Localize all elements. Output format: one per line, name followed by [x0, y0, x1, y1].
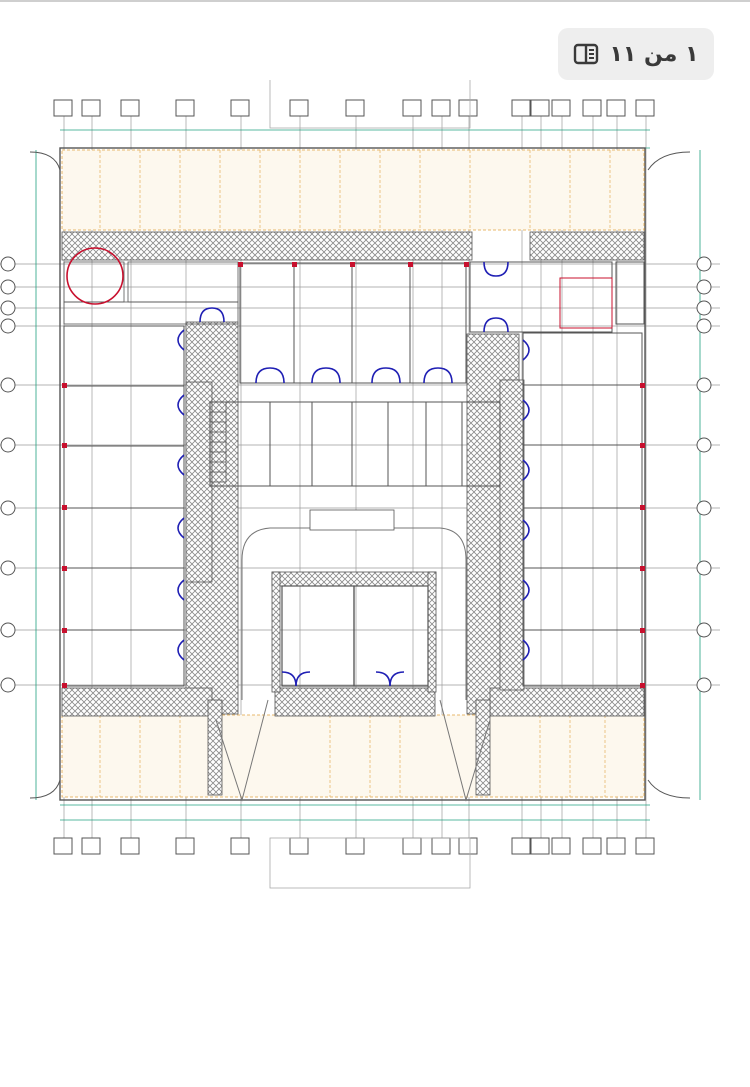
floor-plan-drawing [0, 80, 720, 889]
page-indicator-badge[interactable]: ١ من ١١ [558, 28, 714, 80]
shops-top [239, 262, 467, 384]
column-markers [62, 262, 645, 688]
page-indicator-label: ١ من ١١ [609, 41, 699, 67]
stair-zone [469, 261, 645, 333]
shops-left [63, 325, 185, 687]
grid-bubbles-bottom [53, 837, 655, 855]
edge-curves [29, 151, 691, 799]
building-outline [59, 147, 646, 801]
central-stair [209, 401, 227, 483]
parking-top-dividers [99, 150, 611, 230]
parking-top [61, 149, 645, 231]
book-open-icon [573, 41, 599, 67]
highlight-circle [66, 247, 124, 305]
central-label-box [309, 509, 395, 531]
courtyard-units [209, 401, 501, 487]
door-swings [177, 261, 530, 687]
parking-bottom-dividers [99, 715, 606, 797]
grid-bubbles-top [53, 99, 655, 117]
parking-bottom [61, 714, 645, 798]
toilet-rooms [63, 261, 239, 325]
top-border [0, 0, 750, 2]
shops-right [522, 332, 643, 687]
title-frames [269, 80, 471, 889]
central-shops [281, 585, 429, 687]
hatched-walls [61, 231, 645, 796]
grid-bubbles-sides [0, 256, 712, 693]
